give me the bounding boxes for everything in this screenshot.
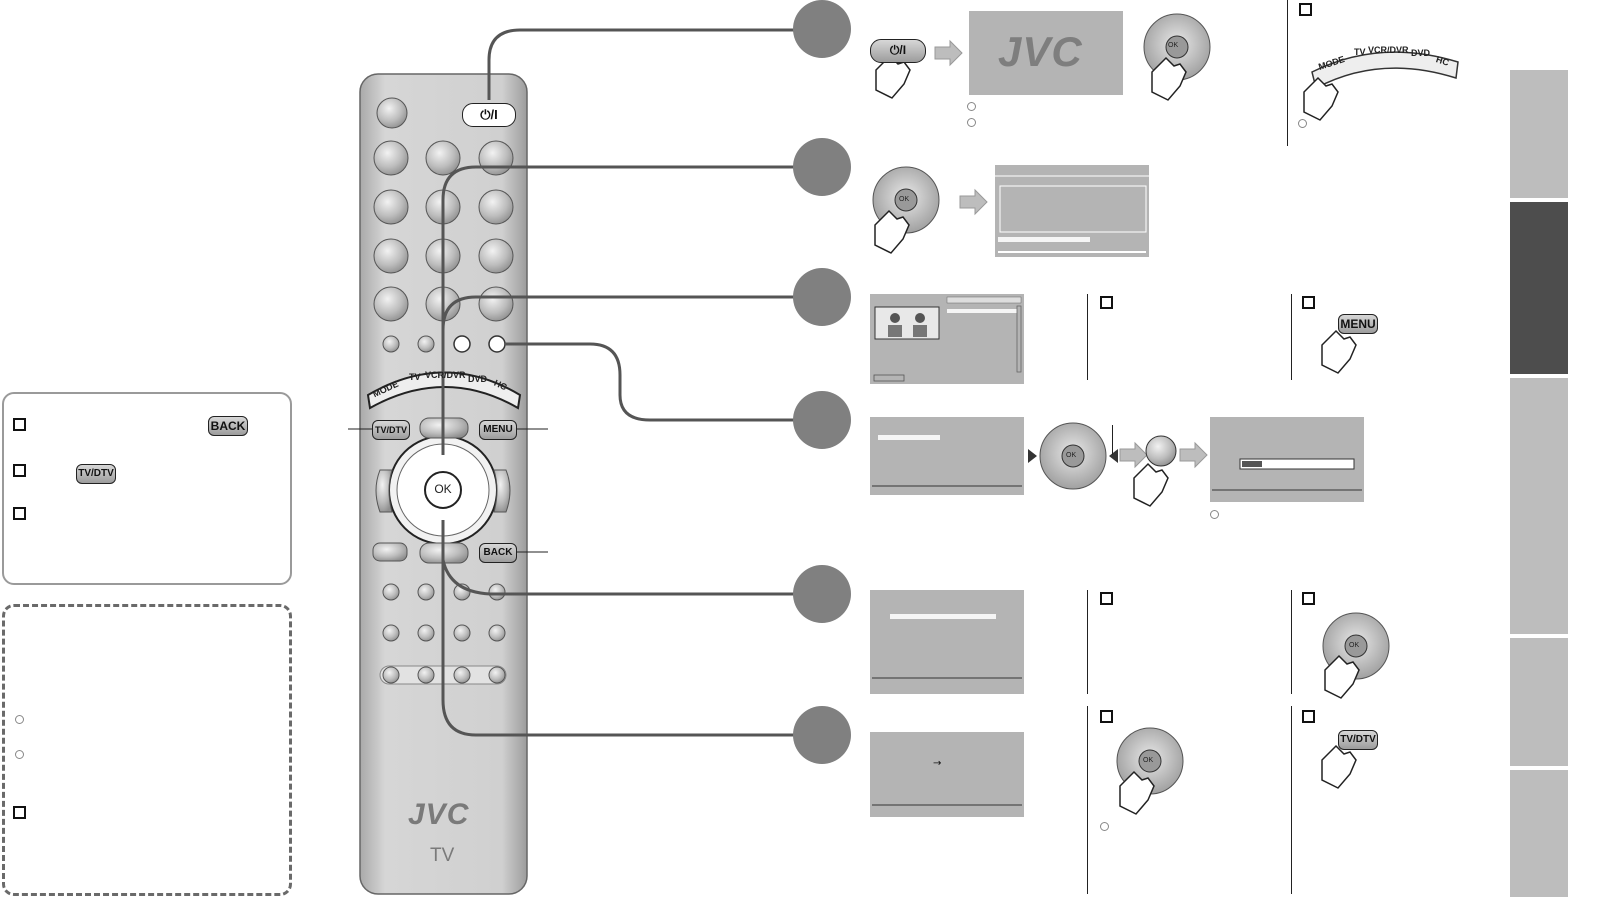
remote-button: [376, 97, 408, 129]
section-tab-1[interactable]: [1510, 70, 1568, 198]
mode-tv-label: TV: [409, 372, 421, 382]
note-panel: [2, 392, 292, 585]
step6-note-b: [1302, 710, 1315, 723]
connector-lines: [441, 28, 795, 737]
screen-jvc-logo: [969, 11, 1123, 95]
mode-dvd-label: DVD: [468, 374, 488, 384]
disc-button: [488, 335, 506, 353]
step4-ok-label: OK: [1066, 452, 1077, 459]
step1-bullet-a: [967, 102, 976, 111]
screen-channel-edit: [870, 590, 1024, 694]
mode-note-bullet: [1299, 3, 1312, 16]
ok-button: [424, 471, 462, 509]
screen-complete: [870, 732, 1024, 817]
ok-button-label: OK: [434, 482, 452, 496]
step4-bullet: [1210, 510, 1219, 519]
divider: [1291, 590, 1292, 694]
svg-text:→: →: [933, 758, 941, 769]
back-button[interactable]: BACK: [479, 543, 517, 563]
power-button[interactable]: ⏻/I: [462, 103, 516, 127]
step-1-marker: [793, 0, 851, 58]
mode-selector-dvd: DVD: [1411, 48, 1431, 58]
mode-strip: [366, 371, 522, 410]
step6-bullet: [1100, 822, 1109, 831]
tvdtv-button[interactable]: TV/DTV: [372, 420, 410, 440]
step-2-marker: [793, 138, 851, 196]
step6-tvdtv-key: TV/DTV: [1338, 730, 1378, 750]
section-tab-2-active[interactable]: [1510, 202, 1568, 374]
divider: [1087, 294, 1088, 380]
step6-note-a: [1100, 710, 1113, 723]
tvdtv-key-label: TV/DTV: [76, 464, 116, 484]
step1-power-key: ⏻/I: [870, 39, 926, 63]
divider: [1291, 294, 1292, 380]
step1-ok-label: OK: [1168, 42, 1179, 49]
section-tab-3[interactable]: [1510, 378, 1568, 634]
step6-ok-label: OK: [1143, 757, 1154, 764]
tip-bullet-3: [13, 806, 26, 819]
screen-scan-menu: [870, 417, 1024, 495]
tips-panel: [2, 604, 292, 896]
mode-selector-tv: TV: [1354, 47, 1366, 57]
disc-key-graphic: [1145, 435, 1177, 467]
step-3-marker: [793, 268, 851, 326]
step-5-marker: [793, 565, 851, 623]
step5-ok-label: OK: [1349, 642, 1360, 649]
mode-selector-strip: [1311, 51, 1459, 90]
step5-note-a: [1100, 592, 1113, 605]
remote-brand-logo: JVC: [408, 798, 470, 831]
step5-note-b: [1302, 592, 1315, 605]
screen-setup-menu: [995, 165, 1149, 257]
tip-bullet-2: [15, 750, 24, 759]
note-bullet-2: [13, 464, 26, 477]
flow-arrows: [934, 39, 1208, 469]
back-key-label: BACK: [208, 416, 248, 436]
divider: [1087, 590, 1088, 694]
step3-note-a: [1100, 296, 1113, 309]
remote-model-label: TV: [430, 845, 455, 866]
mode-note-circle: [1298, 119, 1307, 128]
ok-dial-step4: [1028, 422, 1118, 490]
step1-bullet-b: [967, 118, 976, 127]
tip-bullet-1: [15, 715, 24, 724]
divider: [1112, 425, 1113, 455]
section-tab-4[interactable]: [1510, 638, 1568, 766]
step-4-marker: [793, 391, 851, 449]
menu-button[interactable]: MENU: [479, 420, 517, 440]
note-bullet-3: [13, 507, 26, 520]
step-6-marker: [793, 706, 851, 764]
step1-screen-logo: JVC: [998, 28, 1083, 75]
mode-vcr-dvr-label: VCR/DVR: [425, 370, 466, 380]
hand-icons: [874, 54, 1360, 815]
step2-ok-label: OK: [899, 196, 910, 203]
divider: [1287, 0, 1288, 146]
step3-menu-key: MENU: [1338, 314, 1378, 334]
mode-selector-vcr-dvr: VCR/DVR: [1368, 45, 1409, 55]
section-tab-5[interactable]: [1510, 770, 1568, 897]
divider: [1291, 706, 1292, 894]
step3-note-b: [1302, 296, 1315, 309]
divider: [1087, 706, 1088, 894]
record-button: [453, 335, 471, 353]
note-bullet-1: [13, 418, 26, 431]
